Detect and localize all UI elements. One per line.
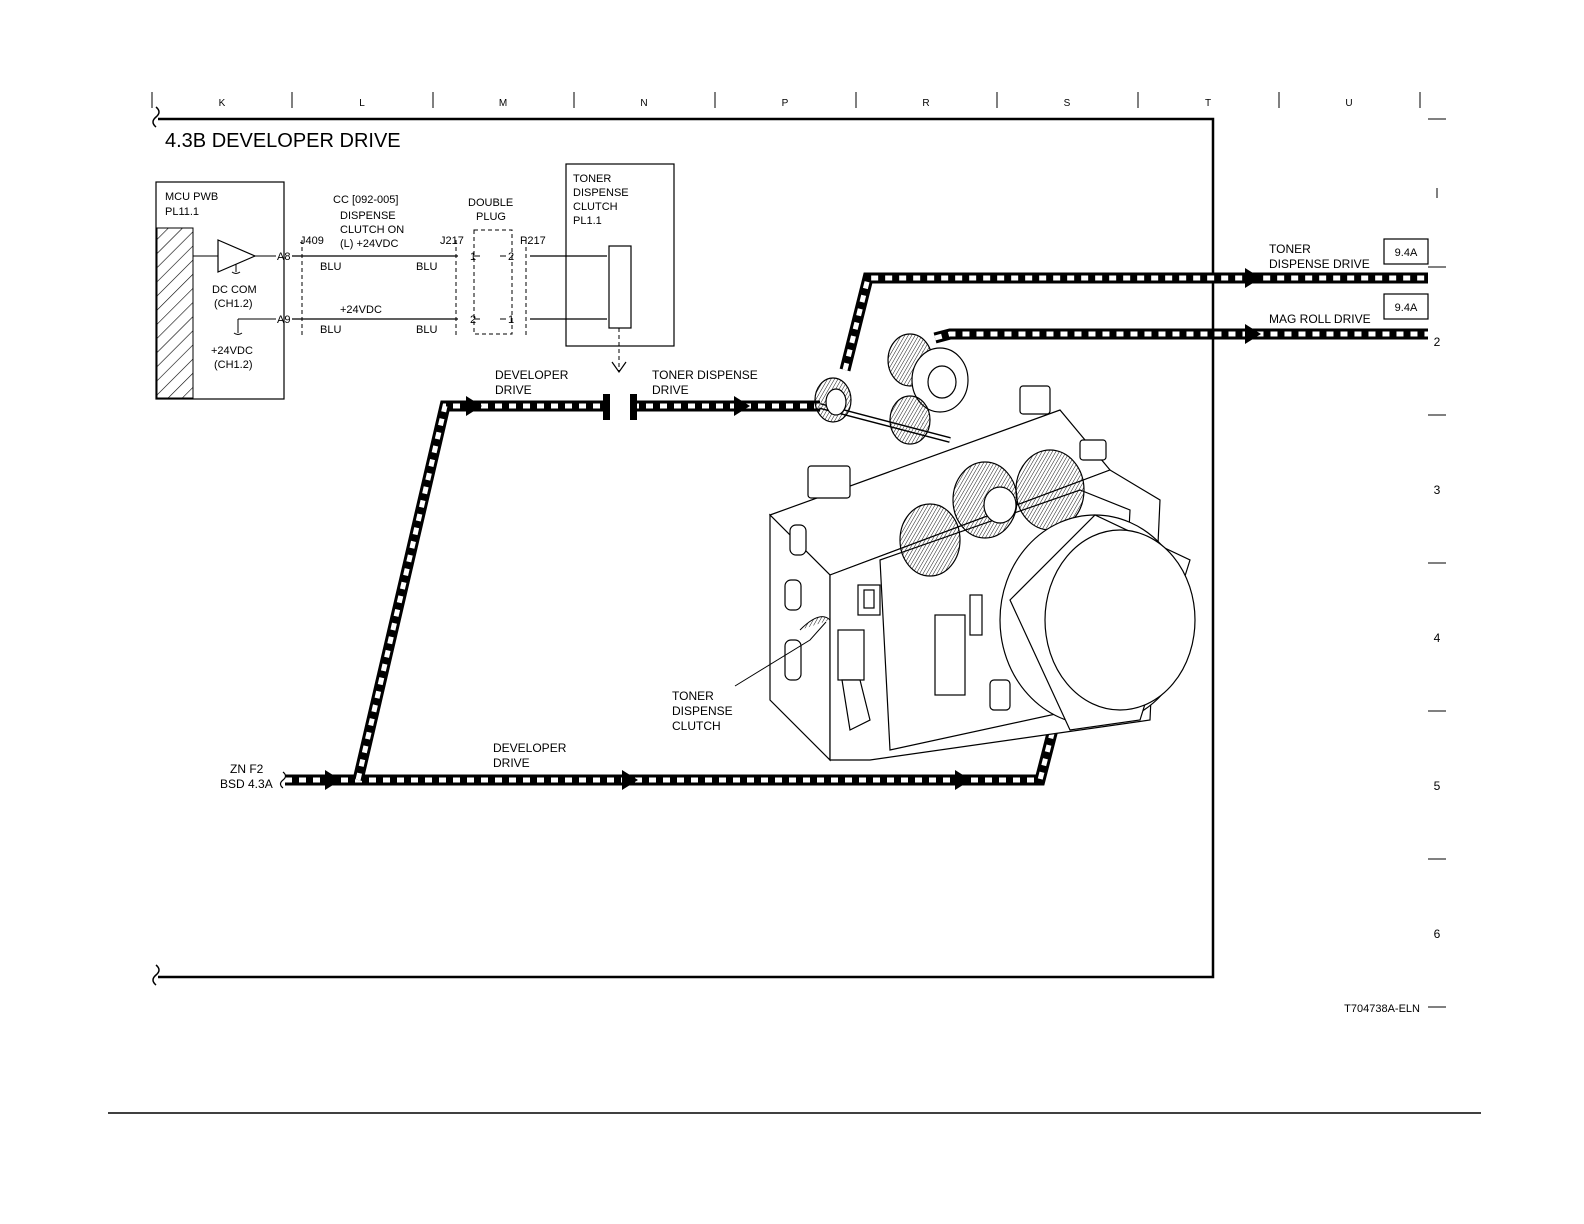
arrow-icon: [622, 770, 638, 790]
row-label: 6: [1434, 927, 1441, 941]
connector-j409: J409: [300, 235, 324, 247]
row-label: 5: [1434, 779, 1441, 793]
mcu-name: MCU PWB: [165, 191, 218, 203]
row-grid: 2 3 4 5 6: [1428, 118, 1446, 1008]
wire-color: BLU: [416, 261, 437, 273]
ref-box: [1383, 293, 1429, 320]
clutch-box-label: CLUTCH: [573, 201, 618, 213]
pin-number: 2: [470, 314, 476, 326]
developer-drive-assembly-illustration: [734, 333, 1196, 762]
wire-color: BLU: [320, 324, 341, 336]
col-label: R: [922, 98, 929, 109]
row-label: 3: [1434, 483, 1441, 497]
output-toner-dispense-label-2: DISPENSE DRIVE: [1269, 257, 1370, 271]
source-zone-label: ZN F2: [230, 762, 264, 776]
col-label: P: [782, 98, 789, 109]
clutch-box-label: DISPENSE: [573, 187, 629, 199]
col-label: T: [1205, 98, 1211, 109]
connector-p217: P217: [520, 235, 546, 247]
toner-dispense-drive-label: TONER DISPENSE: [652, 368, 758, 382]
col-label: K: [219, 98, 226, 109]
col-label: S: [1064, 98, 1071, 109]
col-label: U: [1345, 98, 1352, 109]
ref-box: [1383, 238, 1429, 265]
dc-com-channel: (CH1.2): [214, 298, 253, 310]
wire-color: BLU: [320, 261, 341, 273]
diagram-frame: [152, 106, 1215, 986]
bottom-developer-drive-label: DEVELOPER: [493, 741, 567, 755]
cc-line: (L) +24VDC: [340, 238, 398, 250]
cc-code: CC [092-005]: [333, 194, 398, 206]
mcu-pwb: MCU PWB PL11.1 DC COM (CH1.2) +24VDC (CH…: [155, 181, 290, 400]
wire-voltage: +24VDC: [340, 304, 382, 316]
col-label: N: [640, 98, 647, 109]
page-title: 4.3B DEVELOPER DRIVE: [165, 130, 401, 152]
drive-labels: DEVELOPER DRIVE TONER DISPENSE DRIVE TON…: [220, 238, 1429, 791]
source-bsd-label: BSD 4.3A: [220, 777, 273, 791]
arrow-icon: [325, 770, 341, 790]
v24-label: +24VDC: [211, 345, 253, 357]
cc-line: CLUTCH ON: [340, 224, 404, 236]
wiring: J409 J217 P217 DOUBLE PLUG 1 2 2 1 BLU B…: [292, 194, 607, 336]
cc-line: DISPENSE: [340, 210, 396, 222]
v24-channel: (CH1.2): [214, 359, 253, 371]
output-toner-dispense-label: TONER: [1269, 242, 1311, 256]
developer-drive-label: DEVELOPER: [495, 368, 569, 382]
arrow-icon: [734, 396, 750, 416]
arrow-icon: [1245, 268, 1261, 288]
column-grid: K L M N P R S T U: [151, 92, 1421, 109]
callout-line: TONER: [672, 689, 714, 703]
arrow-icon: [955, 770, 971, 790]
double-plug-label: DOUBLE: [468, 197, 513, 209]
pin-a8: A8: [277, 251, 290, 263]
arrow-icon: [466, 396, 482, 416]
double-plug-label-2: PLUG: [476, 211, 506, 223]
callout-line: DISPENSE: [672, 704, 733, 718]
toner-dispense-clutch-box: TONER DISPENSE CLUTCH PL1.1: [565, 163, 675, 374]
figure-id: T704738A-ELN: [1344, 1003, 1420, 1015]
pin-number: 2: [508, 251, 514, 263]
row-label: 4: [1434, 631, 1441, 645]
developer-drive-label-2: DRIVE: [495, 383, 532, 397]
connector-j217: J217: [440, 235, 464, 247]
clutch-coil-icon: [608, 245, 632, 329]
row-label: 2: [1434, 335, 1441, 349]
arrow-icon: [1245, 324, 1261, 344]
mcu-ref: PL11.1: [165, 206, 199, 218]
output-mag-roll-label: MAG ROLL DRIVE: [1269, 312, 1371, 326]
pin-number: 1: [470, 251, 476, 263]
wire-color: BLU: [416, 324, 437, 336]
callout-line: CLUTCH: [672, 719, 721, 733]
ref-box-label: 9.4A: [1395, 302, 1418, 314]
clutch-box-label: PL1.1: [573, 215, 602, 227]
col-label: L: [359, 98, 365, 109]
col-label: M: [499, 98, 507, 109]
callout-label: TONER DISPENSE CLUTCH: [672, 689, 733, 733]
bottom-developer-drive-label-2: DRIVE: [493, 756, 530, 770]
clutch-box-label: TONER: [573, 173, 611, 185]
ref-box-label: 9.4A: [1395, 247, 1418, 259]
pin-number: 1: [508, 314, 514, 326]
toner-dispense-drive-label-2: DRIVE: [652, 383, 689, 397]
pin-a9: A9: [277, 314, 290, 326]
dc-com-label: DC COM: [212, 284, 257, 296]
